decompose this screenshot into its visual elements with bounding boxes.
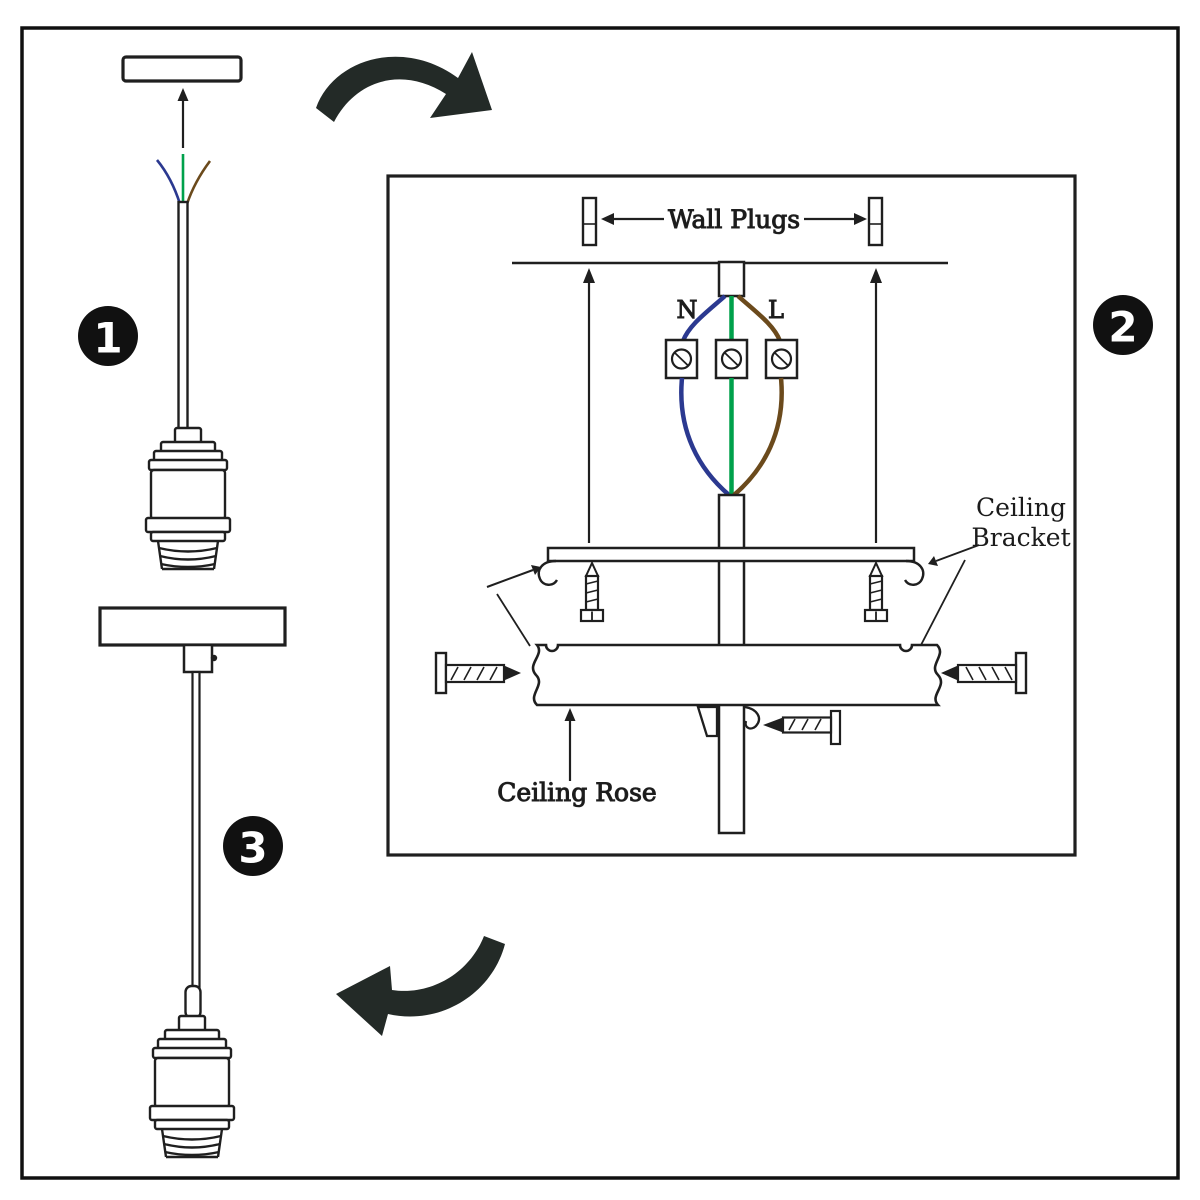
step-1-number: 1	[93, 314, 122, 363]
rose-screw-left-thread	[476, 666, 485, 681]
step-badge-2: 2	[1093, 295, 1153, 355]
ceiling-bracket-label-line2: Bracket	[971, 523, 1070, 552]
rose-screw-left-tip-arrow	[504, 665, 521, 681]
step-3-number: 3	[238, 824, 267, 873]
ceiling-rose-label: Ceiling Rose	[497, 778, 656, 807]
step-badge-3: 3	[223, 816, 283, 876]
rose-side-screw-right	[941, 651, 1028, 695]
ceiling-bracket-hook-left	[537, 559, 559, 586]
step-3-badge-circle	[223, 816, 283, 876]
rose-screw-left-thread	[450, 666, 459, 681]
bracket-screw-left-thread	[585, 580, 599, 585]
step-2-badge-circle	[1093, 295, 1153, 355]
wall-plugs-arrowhead-left	[601, 213, 614, 225]
rose-screw-right-thread	[1004, 666, 1013, 681]
cord-grip	[184, 984, 202, 1020]
curved-arrow-step2-to-step3	[336, 936, 505, 1036]
terminal-block-earth	[714, 338, 749, 380]
bracket-hook-pointer-right-head	[928, 556, 938, 566]
wall-plug-left	[581, 196, 598, 247]
grub-screw-head	[829, 709, 842, 746]
pendant-cord-assembled	[191, 670, 201, 990]
step-3-assembled-pendant	[98, 606, 287, 1159]
live-wire-upper	[736, 294, 783, 342]
rose-screw-left-thread	[463, 666, 472, 681]
neutral-label: N	[677, 296, 698, 324]
ceiling-bracket-label-line1: Ceiling	[976, 493, 1066, 522]
rose-screw-left-thread	[489, 666, 498, 681]
grub-screw-tip-arrow	[763, 717, 783, 733]
ceiling-bracket-bar	[546, 546, 916, 563]
wall-plug-right-body	[867, 196, 884, 247]
step-1-cord-set	[121, 55, 243, 571]
connector-set-screw	[210, 654, 218, 662]
bracket-screw-right	[863, 560, 889, 623]
neutral-wire	[155, 159, 182, 205]
lamp-holder-socket-assembled	[148, 1014, 236, 1159]
live-label: L	[768, 296, 784, 324]
bracket-screw-right-thread	[869, 589, 883, 594]
neutral-wire-lower	[679, 377, 731, 497]
neutral-wire-upper	[680, 294, 727, 342]
ceiling-bracket-hook-right	[903, 559, 925, 586]
ceiling-rose-pointer-head	[564, 708, 576, 721]
mains-cable-stem	[717, 260, 746, 298]
wall-plug-left-body	[581, 196, 598, 247]
step-1-badge-circle	[78, 306, 138, 366]
ceiling-plate-outline	[121, 55, 243, 83]
live-wire-lower	[732, 377, 784, 497]
terminal-block-neutral	[664, 338, 699, 380]
terminal-live-screw-slot	[774, 352, 789, 367]
assembly-direction-arrowhead	[177, 88, 189, 101]
rod-lock-hook	[744, 705, 761, 730]
pendant-cord	[177, 200, 189, 432]
grub-screw-thread	[801, 718, 809, 731]
bracket-screw-right-thread	[869, 598, 883, 603]
bracket-hook-pointer-left-line	[486, 569, 534, 588]
ceiling-plate-assembled	[98, 606, 287, 647]
wall-plug-right	[867, 196, 884, 247]
lamp-holder-socket	[144, 426, 232, 571]
terminal-earth-screw-slot	[724, 352, 739, 367]
screw-to-plug-arrowhead-right	[870, 268, 882, 283]
terminal-block-live	[764, 338, 799, 380]
curved-arrow-step1-to-step2	[316, 52, 492, 122]
rose-screw-left-head	[434, 651, 448, 695]
rose-side-screw-left	[434, 651, 521, 695]
grub-screw-thread	[814, 718, 822, 731]
bracket-hook-pointer-left-head	[531, 565, 541, 575]
step-2-panel: Wall Plugs N L	[386, 174, 1077, 857]
alignment-line-left	[496, 593, 531, 647]
outer-border	[20, 26, 1180, 1180]
wall-plugs-label: Wall Plugs	[668, 205, 800, 234]
rose-screw-right-thread	[965, 666, 974, 681]
rose-screw-right-tip-arrow	[941, 665, 958, 681]
bracket-screw-left-thread	[585, 589, 599, 594]
step-badge-1: 1	[78, 306, 138, 366]
bracket-screw-left-thread	[585, 598, 599, 603]
rose-screw-right-head	[1014, 651, 1028, 695]
grub-screw-thread	[788, 718, 796, 731]
wall-plugs-arrowhead-right	[854, 213, 867, 225]
rose-screw-right-thread	[991, 666, 1000, 681]
bracket-screw-right-thread	[869, 580, 883, 585]
lock-grub-screw	[763, 709, 842, 746]
terminal-neutral-screw-slot	[674, 352, 689, 367]
bracket-screw-left	[579, 560, 605, 623]
cord-connector	[182, 643, 214, 674]
bracket-hook-pointer-right-line	[935, 544, 980, 562]
step-2-number: 2	[1108, 303, 1137, 352]
rod-lock-flange	[696, 705, 719, 738]
ceiling-rose-body	[531, 643, 943, 707]
screw-to-plug-arrowhead-left	[583, 268, 595, 283]
live-wire	[185, 160, 212, 205]
rose-screw-right-thread	[978, 666, 987, 681]
alignment-line-right	[920, 559, 966, 646]
